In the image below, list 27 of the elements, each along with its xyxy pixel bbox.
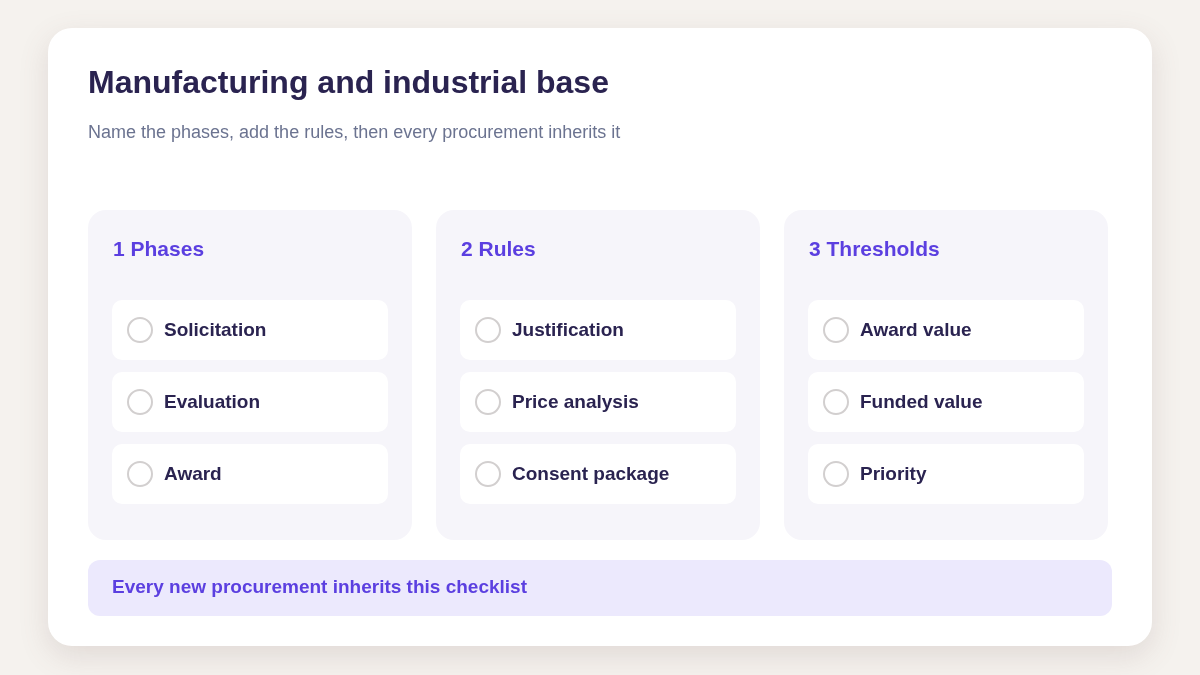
item-label: Solicitation (164, 319, 267, 341)
checklist-item (112, 444, 388, 504)
info-banner: Every new procurement inherits this checklist (88, 560, 1112, 616)
panel-heading: 3 Thresholds (809, 237, 940, 261)
checklist-item (460, 300, 736, 360)
item-label: Award value (860, 319, 972, 341)
checklist-item (808, 444, 1084, 504)
checklist-item (808, 300, 1084, 360)
item-label: Price analysis (512, 391, 639, 413)
item-label: Priority (860, 463, 927, 485)
panel-heading: 1 Phases (113, 237, 205, 261)
item-label: Award (164, 463, 222, 485)
item-label: Justification (512, 319, 624, 341)
item-label: Consent package (512, 463, 670, 485)
checklist-item (112, 300, 388, 360)
panel-heading: 2 Rules (461, 237, 536, 261)
checklist-panel (784, 210, 1108, 540)
checklist-panel (436, 210, 760, 540)
checklist-item (112, 372, 388, 432)
page-title: Manufacturing and industrial base (88, 64, 609, 101)
checklist-panel (88, 210, 412, 540)
checklist-item (460, 444, 736, 504)
item-label: Funded value (860, 391, 983, 413)
subtitle: Name the phases, add the rules, then every procurement inherits it (88, 122, 621, 143)
item-label: Evaluation (164, 391, 261, 413)
checklist-item (460, 372, 736, 432)
checklist-item (808, 372, 1084, 432)
